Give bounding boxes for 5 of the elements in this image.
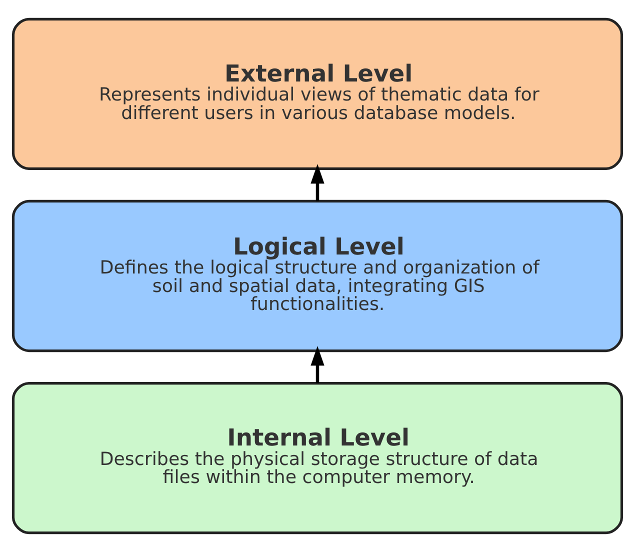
node-box: Internal Level Describes the physical storage structure of data files within the computer memory. [12,382,624,534]
node-box: Logical Level Defines the logical structure and organization of soil and spatial data, integrating GIS functionalities. [12,200,624,352]
arrow [310,164,324,202]
node-box: External Level Represents individual views of thematic data for different users in various database models. [12,18,624,170]
arrow [310,346,324,384]
